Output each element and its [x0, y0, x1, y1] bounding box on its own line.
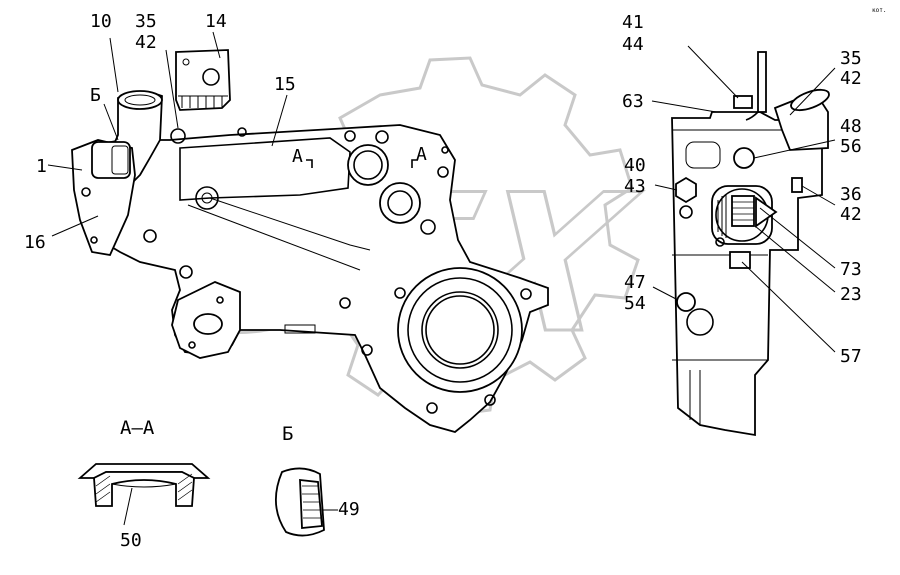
section-label-aa: А–А: [120, 417, 155, 439]
side-view-assembly: [671, 51, 830, 437]
corner-mark: кот.: [872, 7, 886, 14]
boss-36: [791, 177, 803, 193]
housing-channel: [179, 137, 351, 201]
section-label-b: Б: [282, 423, 293, 445]
plug-47: [676, 292, 696, 312]
crank-seal-outer: [397, 267, 523, 393]
inlet-elbow-mouth: [117, 90, 163, 110]
callout-44: 44: [622, 34, 644, 55]
callout-36: 36: [840, 184, 862, 205]
callout-47: 47: [624, 272, 646, 293]
side-callouts: 41 44 63 35 42 48 56 40 43 36 42 73 47 5…: [622, 12, 862, 367]
callout-42: 42: [135, 32, 157, 53]
callout-16: 16: [24, 232, 46, 253]
plug-48: [733, 147, 755, 169]
boss-hole: [170, 128, 186, 144]
callout-63: 63: [622, 91, 644, 112]
section-mark-A-left: А: [292, 146, 303, 167]
callout-35: 35: [135, 11, 157, 32]
callout-49: 49: [338, 499, 360, 520]
callout-43: 43: [624, 176, 646, 197]
callout-73: 73: [840, 259, 862, 280]
side-leaders: [651, 45, 836, 353]
callout-1: 1: [36, 156, 47, 177]
main-callouts: 10 35 42 14 15 Б 1 16 А А: [24, 11, 427, 253]
side-rod: [757, 51, 767, 113]
detail-aa: А–А 50: [77, 417, 211, 551]
callout-23: 23: [840, 284, 862, 305]
callout-15: 15: [274, 74, 296, 95]
callout-41: 41: [622, 12, 644, 33]
side-housing: [671, 111, 823, 437]
section-mark-A-right: А: [416, 144, 427, 165]
callout-56: 56: [840, 136, 862, 157]
detail-b: Б 49: [274, 423, 360, 537]
callout-57: 57: [840, 346, 862, 367]
front-cover-assembly: [71, 49, 549, 433]
callout-42-side-upper: 42: [840, 68, 862, 89]
callout-42-side-lower: 42: [840, 204, 862, 225]
callout-10: 10: [90, 11, 112, 32]
callout-35-side: 35: [840, 48, 862, 69]
thermostat-core: [731, 195, 755, 227]
bearing-boss: [379, 182, 421, 224]
callout-B: Б: [90, 85, 101, 106]
callout-50: 50: [120, 530, 142, 551]
callout-14: 14: [205, 11, 227, 32]
main-leaders: [47, 31, 288, 237]
bolt-41: [733, 95, 753, 109]
callout-48: 48: [840, 116, 862, 137]
callout-40: 40: [624, 155, 646, 176]
nut-40: [675, 176, 697, 204]
thermostat-cap: [91, 141, 131, 179]
boss-hole: [195, 186, 219, 210]
callout-54: 54: [624, 293, 646, 314]
fitting-57: [729, 251, 751, 269]
